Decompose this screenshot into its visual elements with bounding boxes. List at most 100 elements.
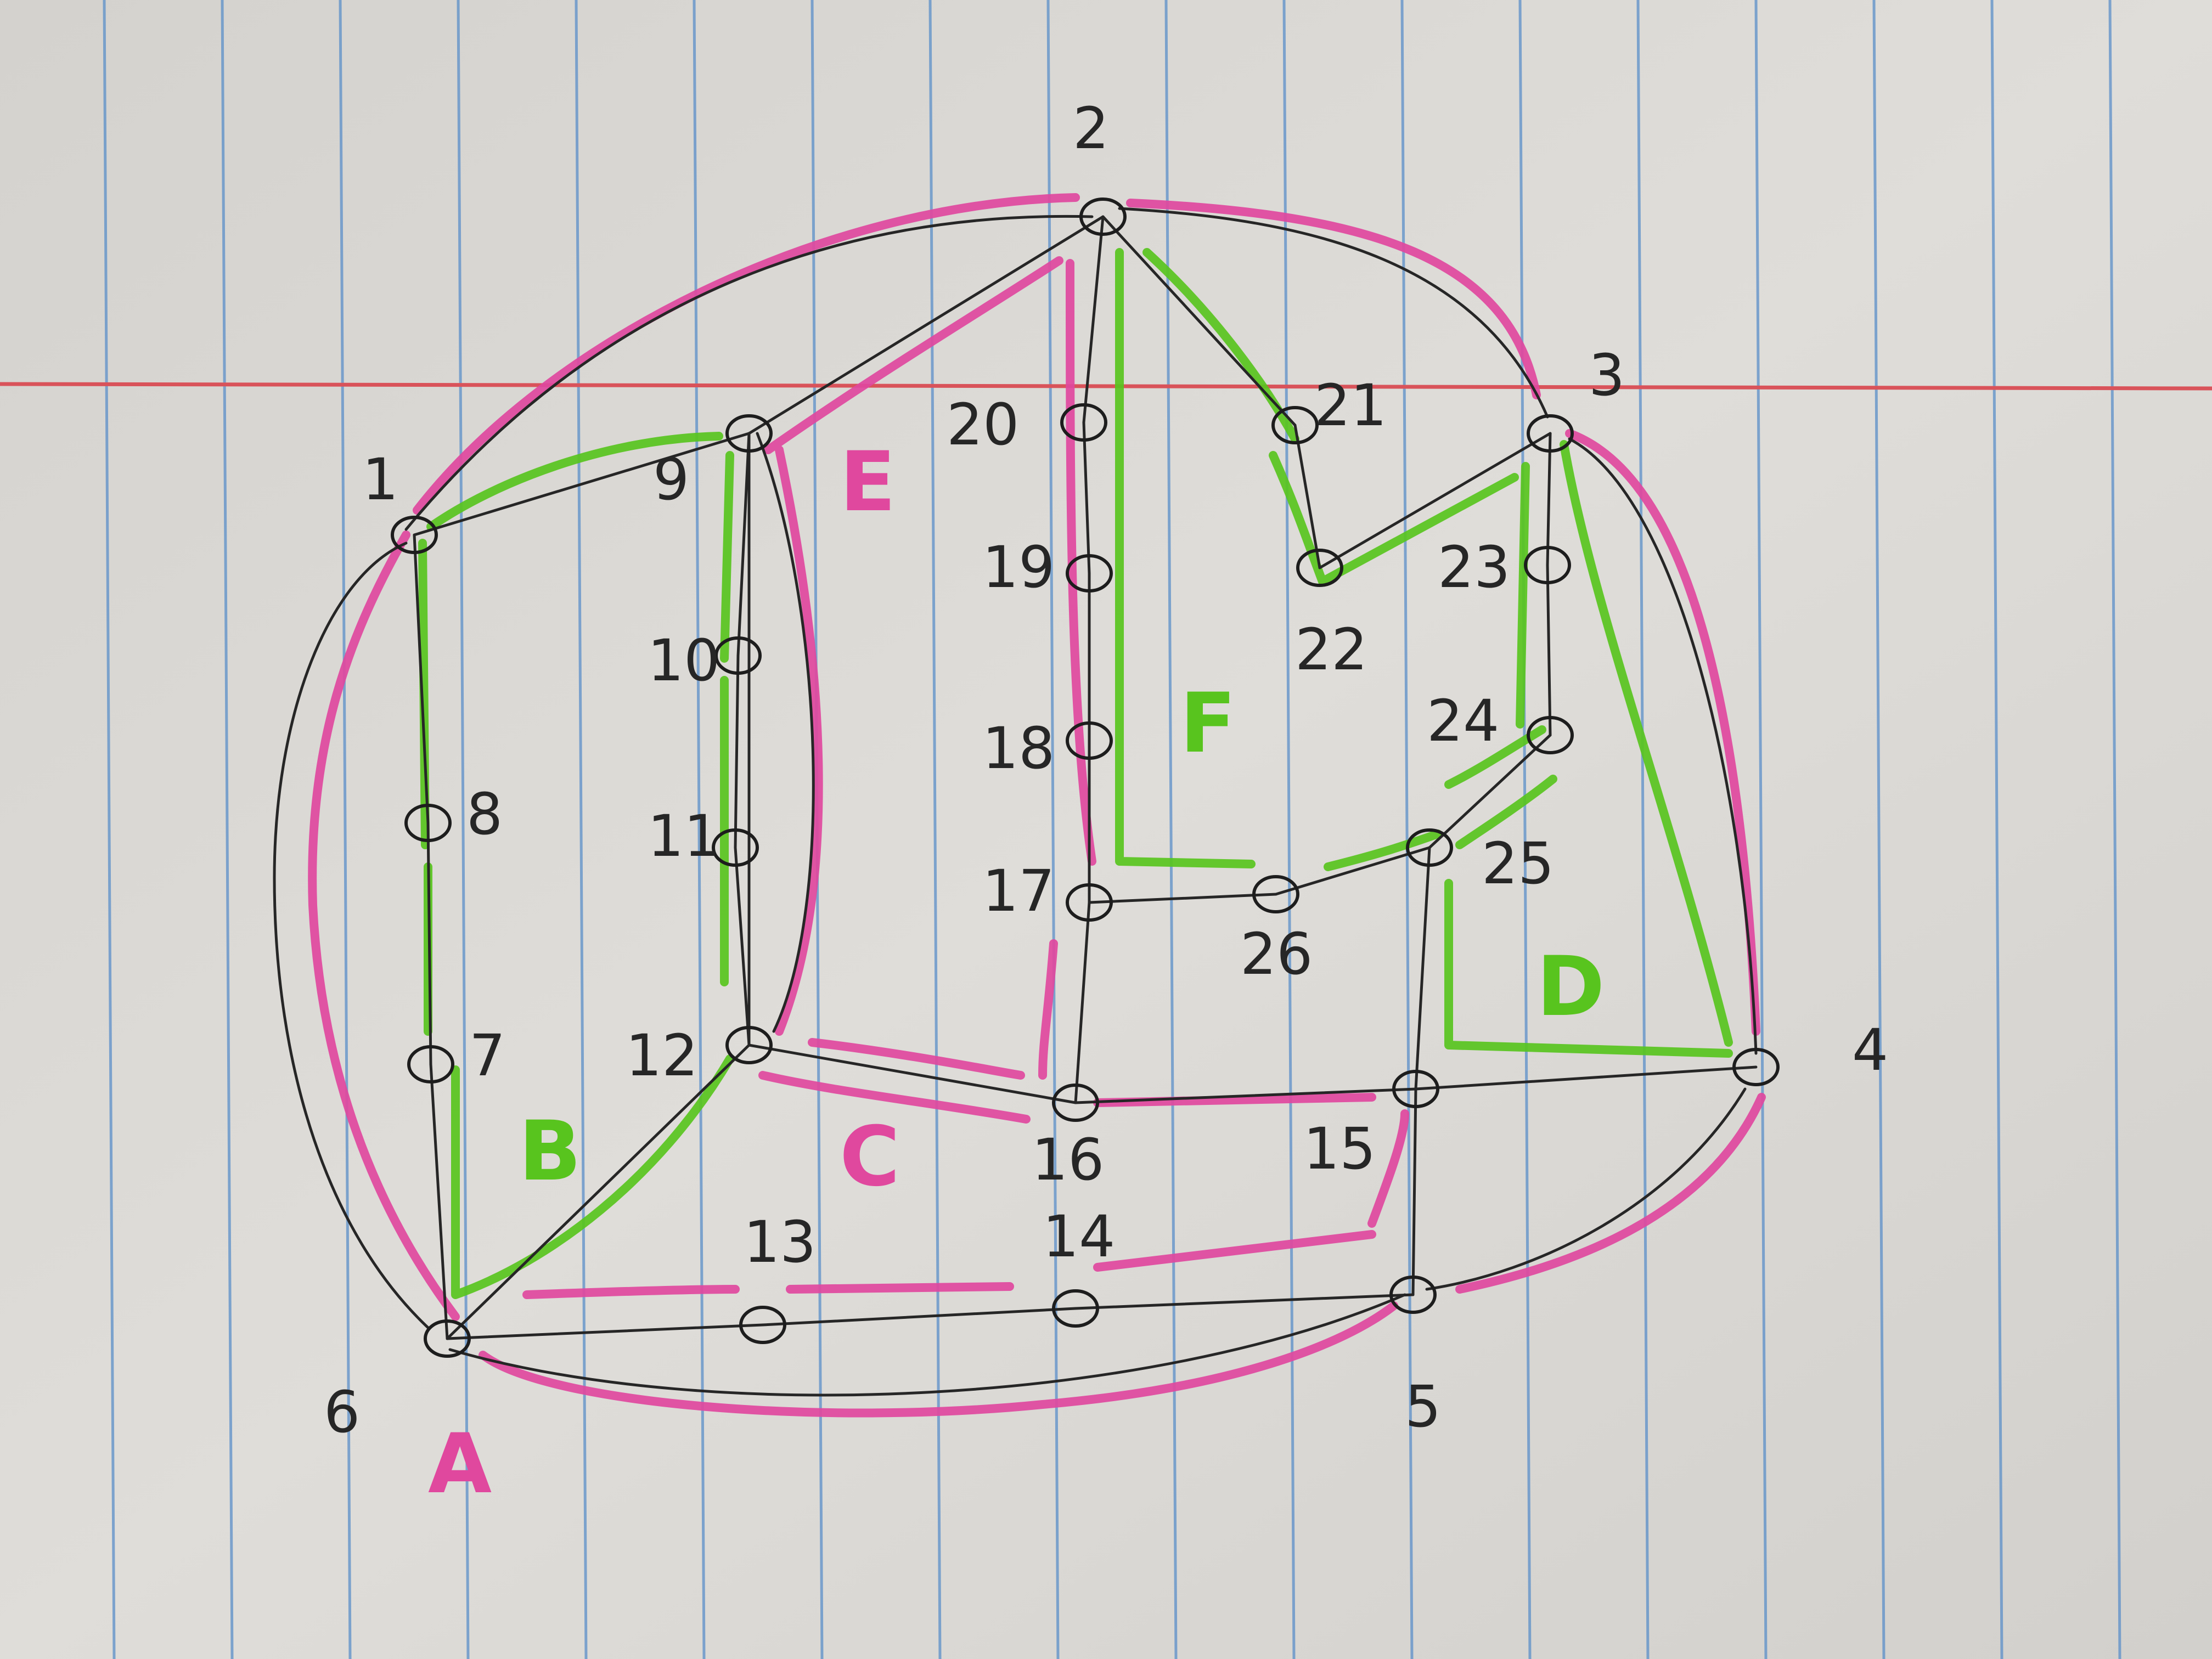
edge-23-24 <box>1546 563 1552 737</box>
edge-2-21 <box>1101 215 1297 427</box>
vertex-25 <box>1406 828 1453 867</box>
vertex-5 <box>1389 1276 1437 1314</box>
edge-17-16 <box>1074 901 1091 1104</box>
vertex-3 <box>1527 414 1574 453</box>
ruled-line <box>1282 0 1296 1659</box>
edge-13-14 <box>761 1307 1077 1327</box>
vertex-label-9: 9 <box>653 446 689 513</box>
vertex-26 <box>1252 875 1299 913</box>
face-f-highlight <box>1115 248 1519 871</box>
vertex-label-18: 18 <box>982 715 1055 782</box>
vertex-label-5: 5 <box>1405 1373 1441 1440</box>
edge-1-2 <box>404 215 1094 531</box>
edge-2-20 <box>1082 215 1105 424</box>
graph-edges <box>413 215 1758 1340</box>
edge-5-15 <box>1411 1087 1417 1296</box>
vertex-8 <box>404 804 452 842</box>
graph-nodes <box>391 198 1780 1358</box>
ruled-line <box>221 0 234 1659</box>
vertex-label-15: 15 <box>1303 1115 1376 1182</box>
vertex-6 <box>424 1319 471 1358</box>
edge-26-17 <box>1088 893 1277 904</box>
vertex-12 <box>725 1026 773 1064</box>
ruled-line <box>1990 0 2003 1659</box>
vertex-10 <box>714 636 762 675</box>
vertex-15 <box>1392 1070 1439 1108</box>
face-e-highlight <box>764 256 1096 1080</box>
edge-25-26 <box>1274 846 1431 896</box>
edge-3-23 <box>1546 432 1552 567</box>
vertex-21 <box>1271 406 1319 444</box>
edge-8-7 <box>426 821 432 1066</box>
vertex-11 <box>712 828 759 867</box>
face-label-e: E <box>840 435 896 530</box>
edge-2-9 <box>747 215 1105 435</box>
vertex-label-4: 4 <box>1852 1017 1888 1084</box>
edge-12-6 <box>446 1043 751 1340</box>
edge-24-25 <box>1428 733 1552 849</box>
face-label-b: B <box>519 1104 581 1199</box>
face-label-a: A <box>428 1417 492 1512</box>
vertex-17 <box>1066 883 1113 922</box>
face-a-outer-highlight <box>308 193 1766 1418</box>
ruled-lines <box>103 0 2121 1659</box>
margin-line <box>0 382 2212 391</box>
edge-7-6 <box>429 1063 449 1340</box>
edge-6-5 <box>448 1293 1406 1397</box>
vertex-label-14: 14 <box>1043 1203 1115 1270</box>
vertex-label-22: 22 <box>1295 616 1367 683</box>
edge-6-1 <box>273 541 430 1329</box>
vertex-label-25: 25 <box>1482 830 1554 897</box>
vertex-19 <box>1066 554 1113 592</box>
edge-2-3 <box>1118 207 1549 419</box>
vertex-label-19: 19 <box>982 534 1055 601</box>
vertex-4 <box>1732 1048 1780 1086</box>
ruled-line <box>693 0 706 1659</box>
vertex-label-13: 13 <box>744 1209 816 1276</box>
edge-6-13 <box>446 1323 764 1340</box>
vertex-24 <box>1527 716 1574 754</box>
vertex-label-24: 24 <box>1427 687 1499 754</box>
vertex-16 <box>1052 1084 1099 1122</box>
vertex-label-3: 3 <box>1589 342 1625 409</box>
vertex-label-2: 2 <box>1073 95 1109 162</box>
ruled-line <box>1400 0 1414 1659</box>
vertex-label-10: 10 <box>648 627 720 694</box>
vertex-label-1: 1 <box>362 446 398 513</box>
vertex-label-6: 6 <box>324 1379 360 1446</box>
edge-15-4 <box>1414 1065 1758 1091</box>
ruled-line <box>103 0 116 1659</box>
vertex-20 <box>1060 403 1107 442</box>
vertex-labels: 1 2 3 4 5 6 7 8 9 10 11 12 13 14 15 16 1… <box>324 95 1888 1446</box>
vertex-9 <box>725 414 773 453</box>
vertex-label-12: 12 <box>626 1022 698 1089</box>
edge-9-10 <box>736 432 751 657</box>
ruled-line <box>457 0 470 1659</box>
vertex-label-8: 8 <box>466 781 503 848</box>
edge-1-8 <box>413 533 430 825</box>
vertex-2 <box>1079 198 1127 236</box>
edge-22-3 <box>1318 432 1552 569</box>
ruled-line <box>1754 0 1768 1659</box>
vertex-label-17: 17 <box>982 857 1055 924</box>
face-labels: A B C D E F <box>428 435 1605 1512</box>
face-d-highlight <box>1444 440 1733 1058</box>
vertex-18 <box>1066 721 1113 760</box>
vertex-14 <box>1052 1289 1099 1328</box>
ruled-line <box>339 0 352 1659</box>
ruled-line <box>1872 0 1885 1659</box>
edge-11-12 <box>734 846 751 1047</box>
edge-10-11 <box>734 654 740 849</box>
vertex-22 <box>1296 549 1343 587</box>
vertex-label-20: 20 <box>947 391 1019 458</box>
vertex-13 <box>739 1306 786 1344</box>
ruled-line <box>928 0 942 1659</box>
ruled-line <box>2108 0 2121 1659</box>
edge-14-5 <box>1074 1293 1415 1310</box>
vertex-label-16: 16 <box>1032 1126 1104 1193</box>
vertex-label-11: 11 <box>648 803 720 870</box>
vertex-23 <box>1524 546 1571 584</box>
edge-4-5 <box>1425 1087 1747 1291</box>
